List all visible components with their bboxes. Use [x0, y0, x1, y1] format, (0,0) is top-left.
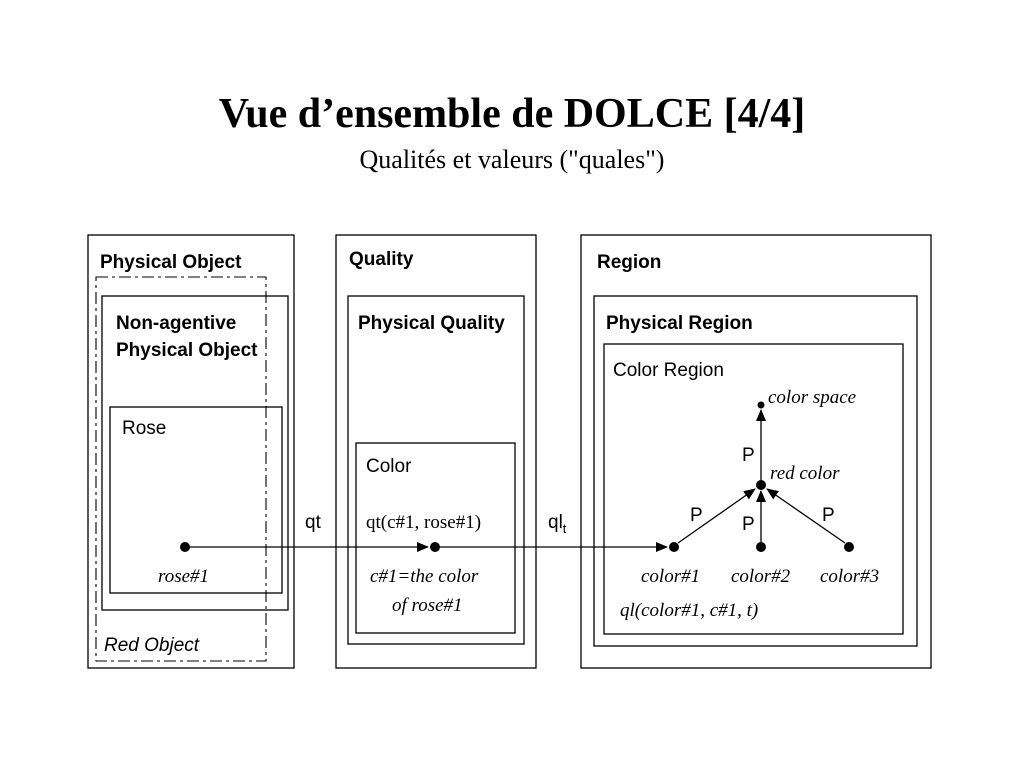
color2-node	[756, 542, 766, 552]
slide-title: Vue d’ensemble de DOLCE [4/4]	[218, 91, 806, 137]
p-label-right: P	[822, 505, 835, 526]
physical-object-box	[87, 234, 295, 669]
physical-region-label: Physical Region	[606, 313, 753, 334]
color-space-node	[757, 401, 765, 409]
rose-instance-label: rose#1	[158, 566, 209, 587]
non-agentive-box	[101, 295, 289, 611]
qt-arrow-label: qt	[305, 512, 322, 533]
color-box	[355, 442, 516, 634]
red-object-box	[95, 276, 267, 662]
p-arrow-color3-to-red	[766, 488, 846, 544]
color-space-label: color space	[768, 387, 856, 408]
rose-box	[109, 406, 283, 594]
color3-label: color#3	[820, 566, 879, 587]
qt-expression: qt(c#1, rose#1)	[366, 512, 481, 533]
quality-label: Quality	[349, 249, 414, 270]
c1-definition-line1: c#1=the color	[370, 566, 479, 587]
c1-definition-line2: of rose#1	[392, 595, 463, 616]
qlt-arrow-label: qlt	[548, 512, 567, 536]
rose-instance-node	[180, 542, 190, 552]
slide-subtitle: Qualités et valeurs ("quales")	[359, 145, 665, 174]
physical-region-box	[593, 295, 918, 647]
color-quality-node	[430, 542, 440, 552]
rose-label: Rose	[122, 418, 166, 439]
color2-label: color#2	[731, 566, 791, 587]
color-label: Color	[366, 456, 412, 477]
p-arrow-color1-to-red	[677, 488, 756, 544]
non-agentive-label-line2: Physical Object	[116, 340, 258, 361]
color-region-box	[603, 343, 904, 635]
region-box	[580, 234, 932, 669]
color1-node	[669, 542, 679, 552]
color3-node	[844, 542, 854, 552]
physical-quality-box	[347, 295, 525, 645]
physical-object-label: Physical Object	[100, 252, 242, 273]
physical-quality-label: Physical Quality	[358, 313, 505, 334]
ql-expression: ql(color#1, c#1, t)	[620, 600, 758, 621]
color1-label: color#1	[641, 566, 700, 587]
red-color-node	[756, 480, 766, 490]
region-label: Region	[597, 252, 661, 273]
p-label-top: P	[742, 445, 755, 466]
red-color-label: red color	[770, 463, 840, 484]
p-label-middle: P	[742, 514, 755, 535]
quality-box	[335, 234, 537, 669]
color-region-label: Color Region	[613, 360, 724, 381]
red-object-label: Red Object	[104, 635, 200, 656]
non-agentive-label-line1: Non-agentive	[116, 313, 236, 334]
p-label-left: P	[690, 505, 703, 526]
